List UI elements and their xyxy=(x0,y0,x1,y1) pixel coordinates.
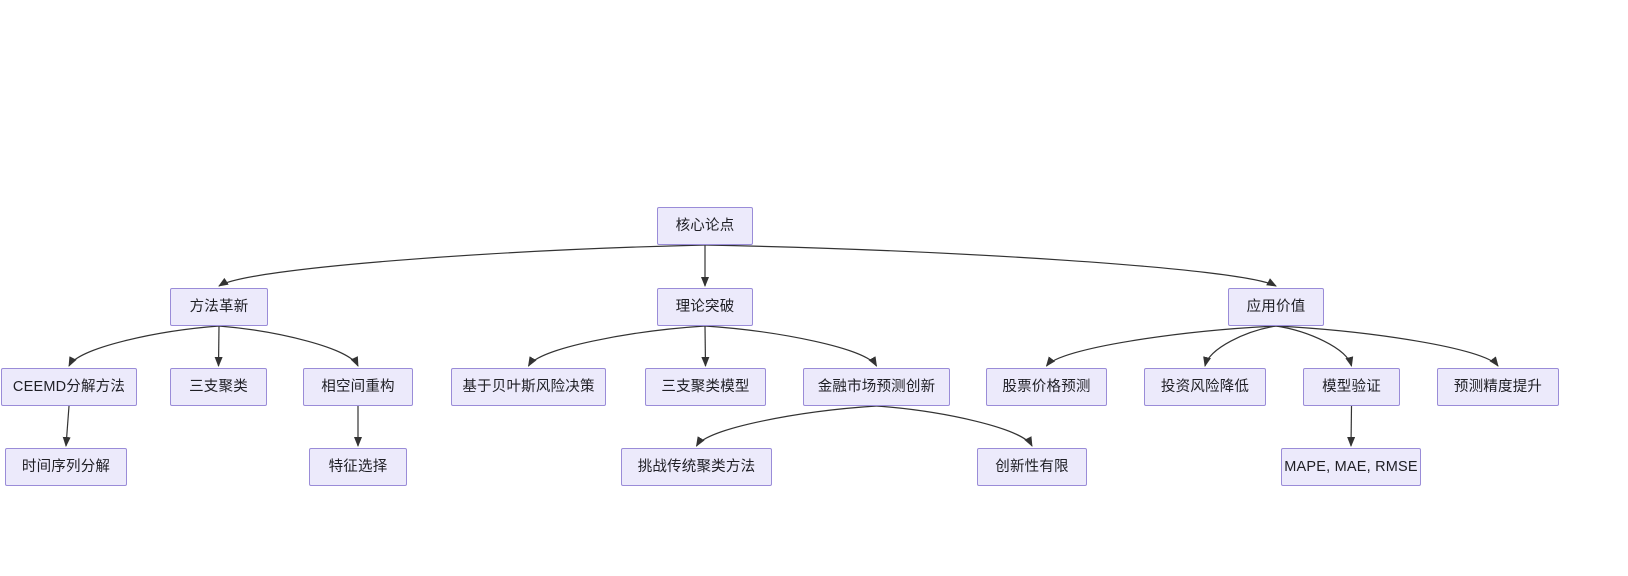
node-label: 创新性有限 xyxy=(995,458,1069,475)
node-label: 应用价值 xyxy=(1246,298,1306,315)
node-twd-model[interactable]: 三支聚类模型 xyxy=(645,368,766,406)
node-label: 方法革新 xyxy=(189,298,249,315)
node-challenge[interactable]: 挑战传统聚类方法 xyxy=(621,448,772,486)
edge-application-to-stock xyxy=(1045,325,1277,367)
edge-method-to-ceemd xyxy=(68,325,220,367)
edge-application-to-risk xyxy=(1203,325,1277,367)
edge-validation-to-metrics xyxy=(1347,405,1356,447)
node-label: 金融市场预测创新 xyxy=(817,378,936,395)
edge-method-to-three-way xyxy=(214,325,223,367)
edge-root-to-method xyxy=(218,244,706,287)
edge-root-to-application xyxy=(704,244,1277,287)
node-feat-sel[interactable]: 特征选择 xyxy=(309,448,407,486)
node-risk[interactable]: 投资风险降低 xyxy=(1144,368,1266,406)
node-finance[interactable]: 金融市场预测创新 xyxy=(803,368,950,406)
node-label: 投资风险降低 xyxy=(1160,378,1250,395)
node-label: 模型验证 xyxy=(1322,378,1381,395)
node-limited[interactable]: 创新性有限 xyxy=(977,448,1087,486)
edge-group xyxy=(62,244,1499,447)
node-accuracy[interactable]: 预测精度提升 xyxy=(1437,368,1559,406)
node-ceemd[interactable]: CEEMD分解方法 xyxy=(1,368,137,406)
edge-theory-to-bayes xyxy=(527,325,706,367)
edge-application-to-validation xyxy=(1275,325,1354,367)
node-ts-decomp[interactable]: 时间序列分解 xyxy=(5,448,127,486)
node-three-way[interactable]: 三支聚类 xyxy=(170,368,267,406)
node-phase-space[interactable]: 相空间重构 xyxy=(303,368,413,406)
edge-ceemd-to-ts-decomp xyxy=(62,405,71,447)
edge-application-to-accuracy xyxy=(1275,325,1499,367)
node-label: 核心论点 xyxy=(675,217,735,234)
node-label: CEEMD分解方法 xyxy=(12,378,126,395)
node-label: 股票价格预测 xyxy=(1002,378,1091,395)
node-label: 预测精度提升 xyxy=(1453,378,1543,395)
edge-finance-to-limited xyxy=(876,405,1033,447)
node-label: 时间序列分解 xyxy=(21,458,111,475)
node-label: 挑战传统聚类方法 xyxy=(637,458,756,475)
edge-theory-to-twd-model xyxy=(701,325,710,367)
node-label: 相空间重构 xyxy=(321,378,395,395)
node-root[interactable]: 核心论点 xyxy=(657,207,753,245)
node-label: 三支聚类模型 xyxy=(661,378,750,395)
node-label: 基于贝叶斯风险决策 xyxy=(462,378,595,395)
node-metrics[interactable]: MAPE, MAE, RMSE xyxy=(1281,448,1421,486)
edge-method-to-phase-space xyxy=(218,325,359,367)
edge-finance-to-challenge xyxy=(695,405,877,447)
node-validation[interactable]: 模型验证 xyxy=(1303,368,1400,406)
node-label: 特征选择 xyxy=(328,458,388,475)
node-theory[interactable]: 理论突破 xyxy=(657,288,753,326)
node-label: 三支聚类 xyxy=(189,378,248,395)
node-bayes[interactable]: 基于贝叶斯风险决策 xyxy=(451,368,606,406)
node-stock[interactable]: 股票价格预测 xyxy=(986,368,1107,406)
node-label: MAPE, MAE, RMSE xyxy=(1284,458,1418,475)
node-application[interactable]: 应用价值 xyxy=(1228,288,1324,326)
edge-theory-to-finance xyxy=(704,325,878,367)
node-label: 理论突破 xyxy=(675,298,735,315)
node-method[interactable]: 方法革新 xyxy=(170,288,268,326)
